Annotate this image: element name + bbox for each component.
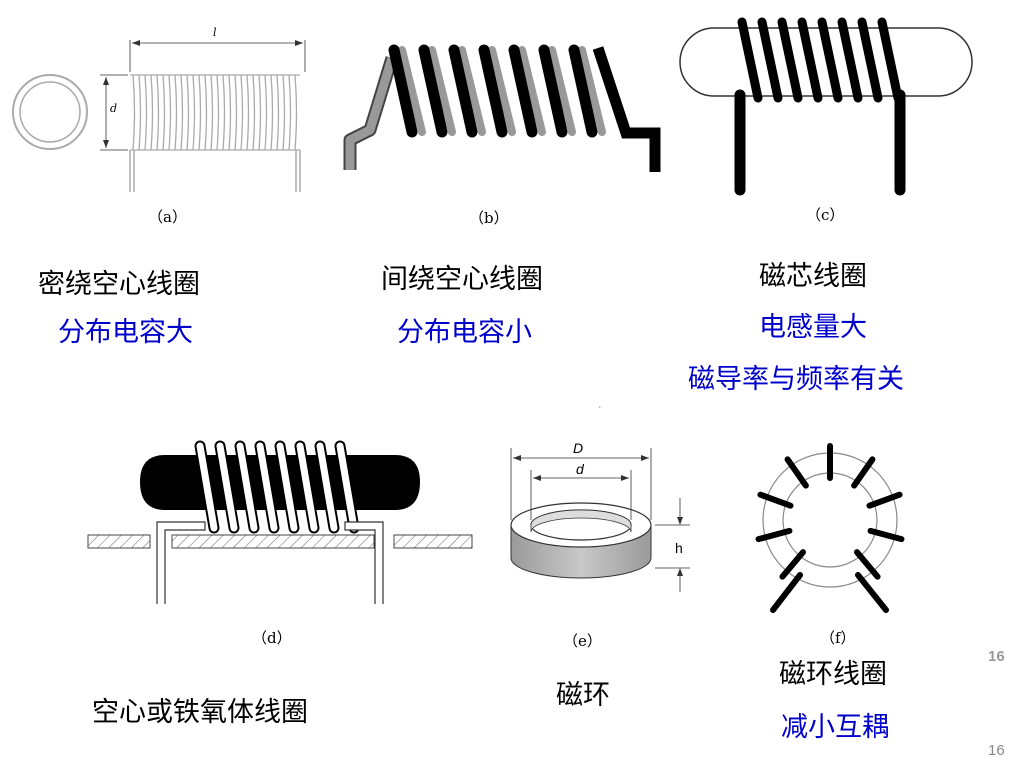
title-spaced: 间绕空心线圈 [381,264,543,295]
svg-text:`: ` [598,405,601,417]
caption-a: （a） [148,208,187,226]
figure-e-toroid: D d h ` [510,405,690,592]
dim-D-label: D [573,440,583,456]
title-closewound: 密绕空心线圈 [38,269,200,300]
page-number-top: 16 [988,648,1005,665]
figure-c-core-coil [679,17,973,196]
dim-d-label-a: d [110,102,118,115]
note-toroid-coil: 减小互耦 [781,712,889,743]
dim-h-label: h [675,540,683,556]
caption-f: （f） [820,629,856,647]
title-core: 磁芯线圈 [759,261,867,292]
caption-b: （b） [469,209,509,227]
figure-f-toroid-coil [755,443,905,613]
figure-b-spaced-coil [343,44,661,172]
dim-l-label: l [213,26,217,39]
title-toroid-coil: 磁环线圈 [779,659,887,690]
figure-a-closewound-coil [12,40,306,192]
caption-c: （c） [806,206,845,224]
note-spaced: 分布电容小 [397,317,532,348]
note-closewound: 分布电容大 [58,317,193,348]
caption-d: （d） [252,629,292,647]
note-core-1: 电感量大 [759,312,867,343]
note-core-2: 磁导率与频率有关 [688,364,904,395]
dim-d-label: d [576,461,585,477]
title-toroid: 磁环 [556,680,610,711]
title-board: 空心或铁氧体线圈 [92,697,308,728]
page-number-bottom: 16 [988,742,1005,759]
figure-d-board-coil [87,440,473,604]
caption-e: （e） [563,632,602,650]
